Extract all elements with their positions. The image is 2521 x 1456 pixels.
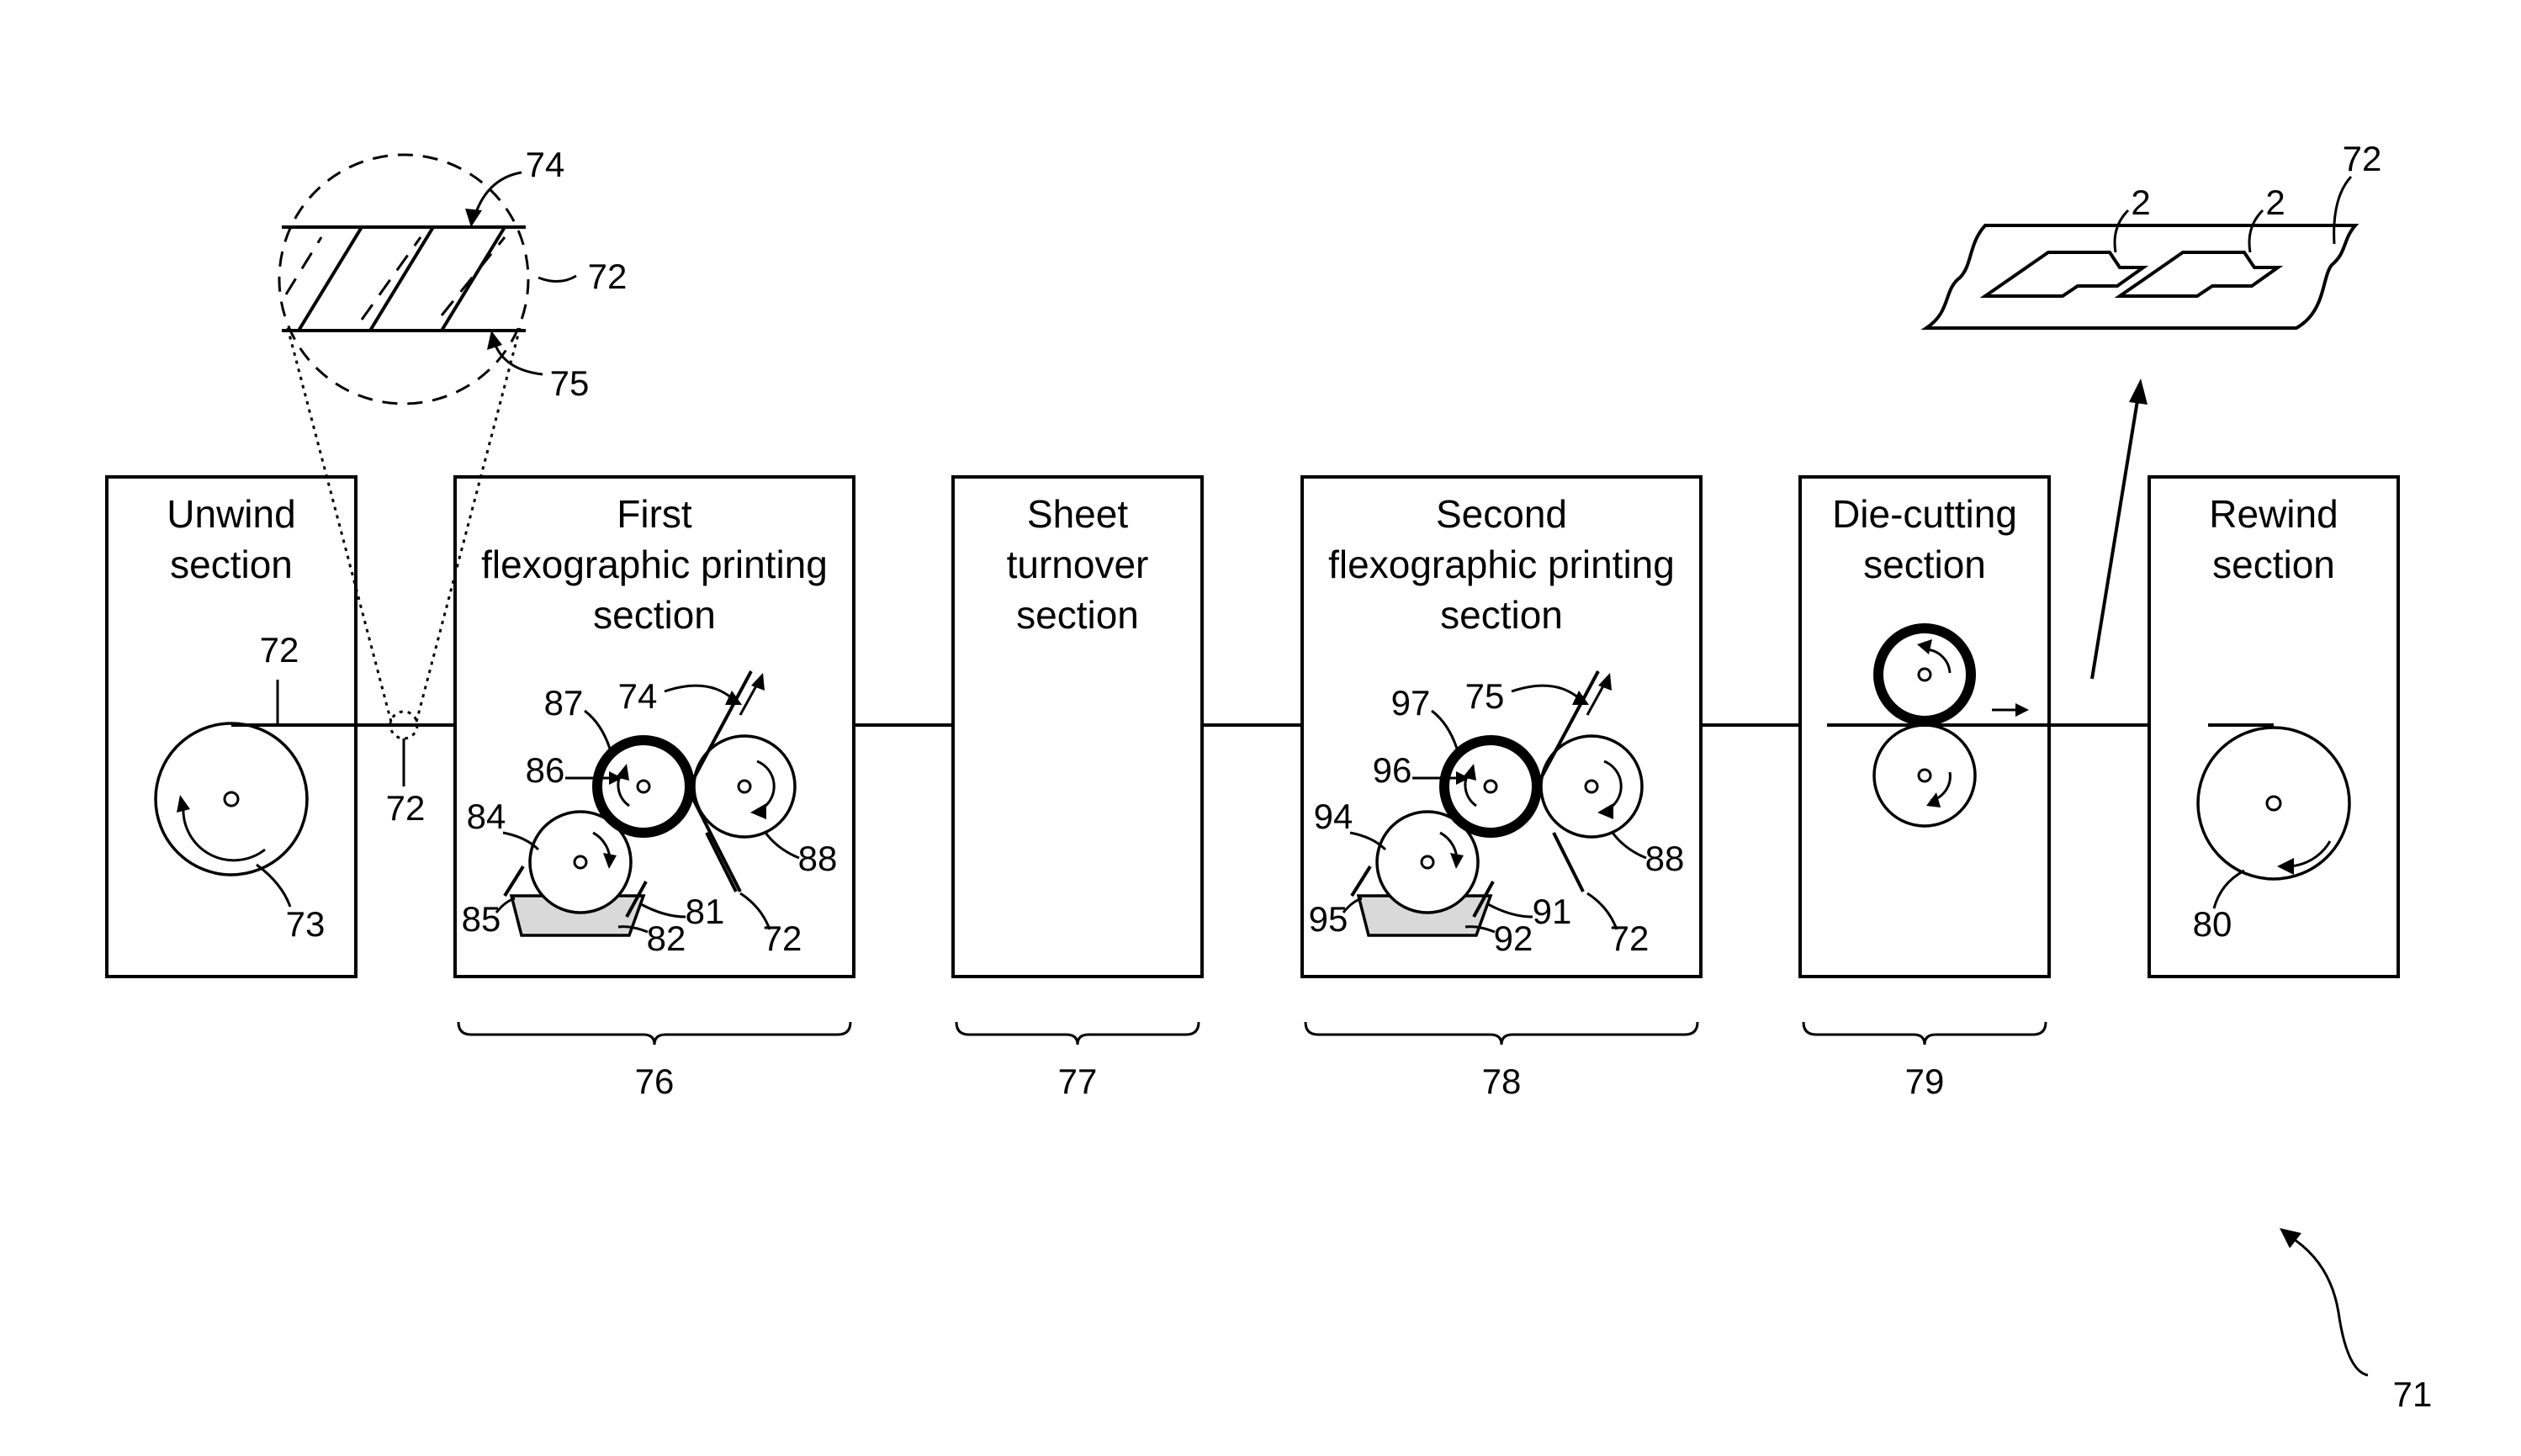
detail-top-leader <box>475 172 522 214</box>
ref-detail-web: 72 <box>588 257 628 296</box>
ref-unwind-web: 72 <box>260 630 299 670</box>
f2-plate-cylinder <box>1444 740 1537 833</box>
second-flexo-title-2: flexographic printing <box>1328 543 1675 586</box>
detail-circle <box>279 155 528 404</box>
ref-f1-doctor: 81 <box>686 892 725 931</box>
detail-bottom-leader <box>495 343 543 374</box>
unwind-title-2: section <box>170 543 293 586</box>
detail-hatch-dash-1 <box>286 237 321 294</box>
detail-bottom-arrowhead <box>487 331 502 350</box>
ref-f2-anilox: 94 <box>1314 797 1353 836</box>
f1-plate-cylinder <box>597 740 690 833</box>
ref-f1-ink: 82 <box>647 919 686 958</box>
brace-first-flexo <box>458 1022 850 1045</box>
first-flexo-title-3: section <box>593 593 716 637</box>
brace-turnover <box>956 1022 1199 1045</box>
detail-hatch-3 <box>442 227 505 331</box>
second-flexo-title-1: Second <box>1436 492 1567 536</box>
ref-f1-cylinder: 87 <box>544 683 584 723</box>
ref-detail-top: 74 <box>526 145 565 184</box>
product-label-a <box>1985 252 2143 296</box>
product-arrowhead <box>2129 379 2148 405</box>
ref-f2-cylinder: 97 <box>1391 683 1431 723</box>
unwind-title-1: Unwind <box>167 492 295 536</box>
ref-system: 71 <box>2393 1374 2433 1414</box>
ref-f1-tray: 85 <box>462 899 501 939</box>
ref-second-flexo: 78 <box>1482 1062 1522 1101</box>
product-label-b <box>2120 252 2278 296</box>
diecut-title-1: Die-cutting <box>1832 492 2017 536</box>
ref-turnover: 77 <box>1058 1062 1098 1101</box>
unwind-roll <box>156 723 307 875</box>
diecut-lower-roll <box>1874 725 1975 826</box>
ref-label-b: 2 <box>2265 183 2285 222</box>
product-web-sheet <box>1926 225 2355 328</box>
system-leader <box>2290 1236 2368 1375</box>
ref-f2-ink: 92 <box>1494 919 1533 958</box>
first-flexo-title-2: flexographic printing <box>481 543 828 586</box>
ref-f2-doctor: 91 <box>1533 892 1572 931</box>
ref-f1-plate: 86 <box>526 750 565 790</box>
detail-hatch-2 <box>370 227 433 331</box>
ref-first-flexo: 76 <box>635 1062 675 1101</box>
rewind-title-1: Rewind <box>2209 492 2338 536</box>
detail-top-arrowhead <box>465 209 482 227</box>
turnover-title-1: Sheet <box>1027 492 1128 536</box>
first-flexo-title-1: First <box>617 492 692 536</box>
ref-f1-side: 74 <box>618 676 658 716</box>
turnover-title-3: section <box>1016 593 1139 637</box>
second-flexo-title-3: section <box>1440 593 1563 637</box>
diecut-title-2: section <box>1863 543 1986 586</box>
ref-f2-side: 75 <box>1465 676 1505 716</box>
rewind-title-2: section <box>2212 543 2335 586</box>
ref-unwind-roll: 73 <box>286 904 326 944</box>
system-arrowhead <box>2280 1228 2301 1248</box>
ref-rewind-roll: 80 <box>2193 904 2232 944</box>
brace-diecut <box>1803 1022 2046 1045</box>
detail-hatch-1 <box>299 227 362 331</box>
ref-label-a: 2 <box>2131 183 2150 222</box>
brace-second-flexo <box>1306 1022 1697 1045</box>
rewind-roll <box>2198 728 2349 879</box>
ref-web-between: 72 <box>386 788 426 828</box>
ref-f2-plate: 96 <box>1373 750 1412 790</box>
product-arrow-line <box>2092 395 2138 679</box>
ref-f1-anilox: 84 <box>467 797 506 836</box>
label-a-leader <box>2115 210 2128 252</box>
label-b-leader <box>2249 210 2263 252</box>
ref-f1-impression: 88 <box>798 839 838 878</box>
turnover-title-2: turnover <box>1007 543 1149 586</box>
ref-f2-impression: 88 <box>1645 839 1685 878</box>
ref-diecut: 79 <box>1905 1062 1945 1101</box>
detail-hatch-dash-2 <box>362 237 421 320</box>
ref-detail-bottom: 75 <box>550 363 590 403</box>
detail-web-leader <box>538 276 576 282</box>
ref-product-web: 72 <box>2343 139 2382 178</box>
ref-f2-tray: 95 <box>1309 899 1348 939</box>
